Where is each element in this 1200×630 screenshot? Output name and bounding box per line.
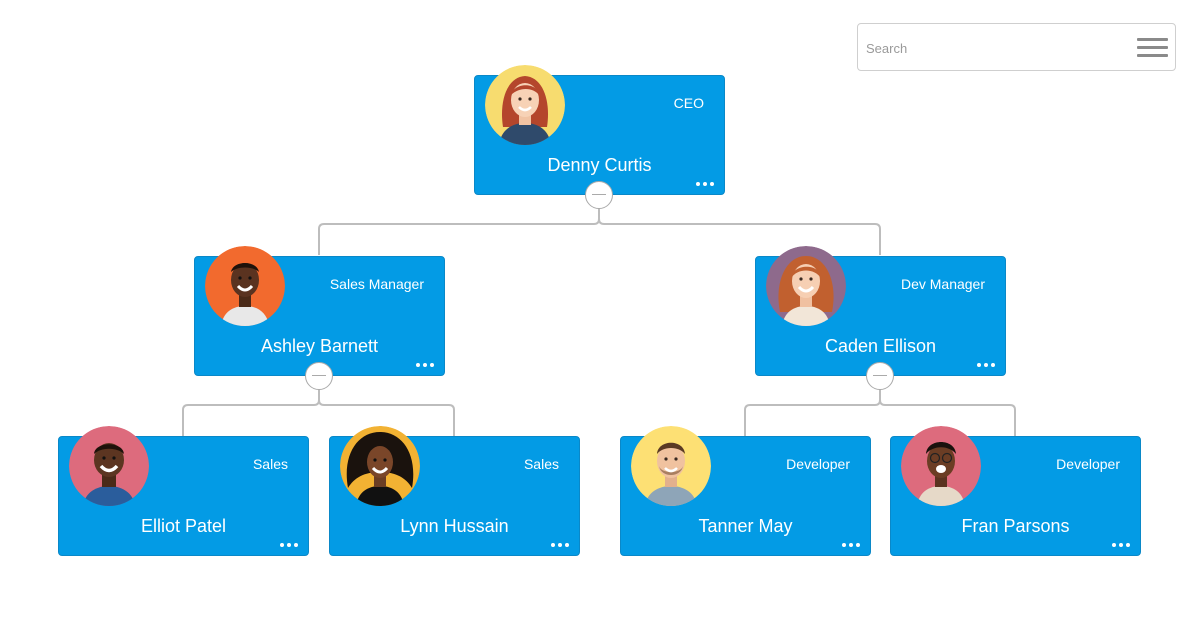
node-name: Ashley Barnett xyxy=(260,336,379,356)
avatar xyxy=(766,246,846,326)
person-avatar-icon xyxy=(205,246,285,326)
node-name: Tanner May xyxy=(698,516,793,536)
link-sales-manager-elliot xyxy=(182,388,320,436)
collapse-toggle[interactable] xyxy=(585,181,613,209)
person-avatar-icon xyxy=(340,426,420,506)
node-title: Sales xyxy=(252,456,288,472)
node-title: Dev Manager xyxy=(900,276,985,292)
avatar xyxy=(69,426,149,506)
person-avatar-icon xyxy=(485,65,565,145)
node-title: CEO xyxy=(673,95,704,111)
node-name: Caden Ellison xyxy=(824,336,937,356)
org-node-tanner-may[interactable]: Developer Tanner May xyxy=(620,426,871,556)
node-title: Sales xyxy=(523,456,559,472)
link-ceo-dev-manager xyxy=(598,207,881,255)
search-box[interactable] xyxy=(857,23,1176,71)
node-title: Sales Manager xyxy=(329,276,424,292)
node-name: Fran Parsons xyxy=(961,516,1070,536)
org-node-fran-parsons[interactable]: Developer Fran Parsons xyxy=(890,426,1141,556)
more-options-icon[interactable] xyxy=(696,178,716,188)
person-avatar-icon xyxy=(766,246,846,326)
hamburger-menu-icon[interactable] xyxy=(1137,36,1169,60)
person-avatar-icon xyxy=(901,426,981,506)
avatar xyxy=(205,246,285,326)
org-node-elliot-patel[interactable]: Sales Elliot Patel xyxy=(58,426,309,556)
collapse-toggle[interactable] xyxy=(866,362,894,390)
org-node-caden-ellison[interactable]: Dev Manager Caden Ellison xyxy=(755,246,1006,376)
more-options-icon[interactable] xyxy=(977,359,997,369)
node-title: Developer xyxy=(1056,456,1120,472)
org-node-lynn-hussain[interactable]: Sales Lynn Hussain xyxy=(329,426,580,556)
avatar xyxy=(631,426,711,506)
more-options-icon[interactable] xyxy=(1112,539,1132,549)
node-name: Lynn Hussain xyxy=(400,516,509,536)
link-dev-manager-fran xyxy=(879,388,1016,436)
more-options-icon[interactable] xyxy=(280,539,300,549)
person-avatar-icon xyxy=(69,426,149,506)
avatar xyxy=(485,65,565,145)
link-ceo-sales-manager xyxy=(318,207,600,255)
more-options-icon[interactable] xyxy=(842,539,862,549)
link-dev-manager-tanner xyxy=(744,388,881,436)
org-node-denny-curtis[interactable]: CEO Denny Curtis xyxy=(474,65,725,195)
link-sales-manager-lynn xyxy=(318,388,455,436)
org-node-ashley-barnett[interactable]: Sales Manager Ashley Barnett xyxy=(194,246,445,376)
node-name: Denny Curtis xyxy=(547,155,652,175)
avatar xyxy=(340,426,420,506)
collapse-toggle[interactable] xyxy=(305,362,333,390)
more-options-icon[interactable] xyxy=(551,539,571,549)
person-avatar-icon xyxy=(631,426,711,506)
node-title: Developer xyxy=(786,456,850,472)
avatar xyxy=(901,426,981,506)
search-input[interactable] xyxy=(866,37,1106,59)
more-options-icon[interactable] xyxy=(416,359,436,369)
node-name: Elliot Patel xyxy=(140,516,227,536)
